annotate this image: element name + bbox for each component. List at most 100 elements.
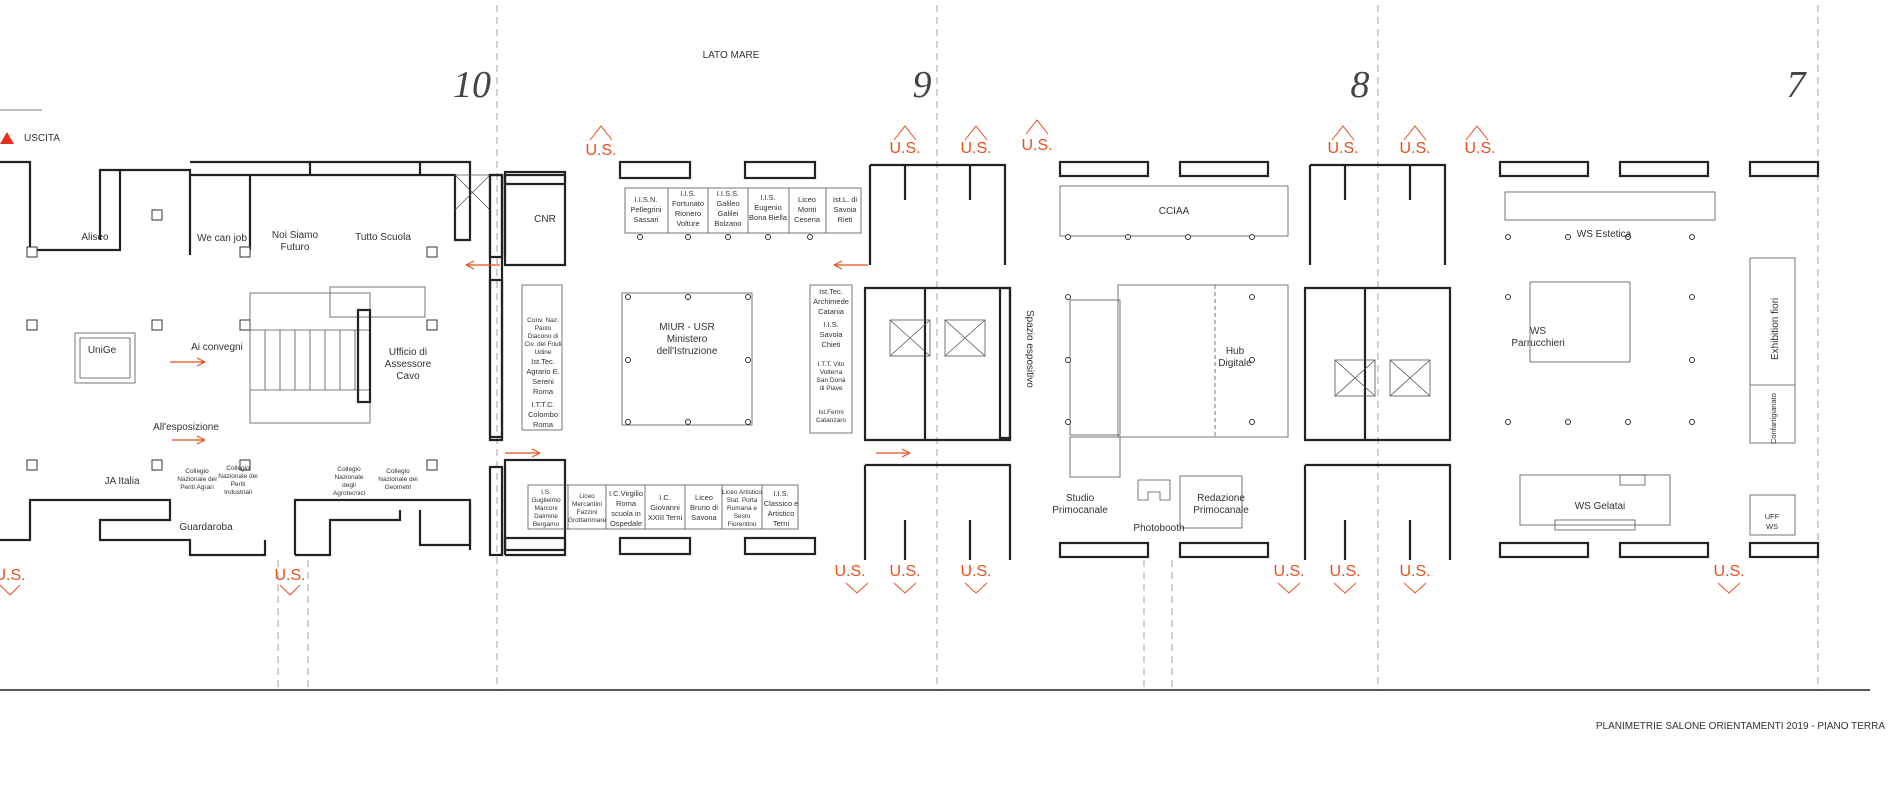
booth-grid-bay-9 xyxy=(503,160,862,556)
exit-label: U.S. xyxy=(834,563,865,580)
footer-title: PLANIMETRIE SALONE ORIENTAMENTI 2019 - P… xyxy=(1596,721,1885,732)
svg-text:degli: degli xyxy=(342,482,356,489)
svg-text:Agrotecnici: Agrotecnici xyxy=(333,490,365,497)
svg-text:di Piave: di Piave xyxy=(819,385,843,392)
svg-text:Volture: Volture xyxy=(676,219,699,228)
svg-text:Rionero: Rionero xyxy=(675,209,701,218)
svg-text:Nazionale dei: Nazionale dei xyxy=(378,476,417,483)
svg-text:Ospedale: Ospedale xyxy=(610,519,642,528)
exit-label: U.S. xyxy=(1713,563,1744,580)
svg-text:Romana e: Romana e xyxy=(727,505,757,512)
area-iis-fortunato: I.I.S. xyxy=(680,189,695,198)
exit-triangle-icon xyxy=(0,132,14,144)
svg-text:Paolo: Paolo xyxy=(535,325,552,332)
area-ist-tec-archimede: Ist.Tec. xyxy=(819,287,843,296)
svg-text:Nazionale dei: Nazionale dei xyxy=(177,476,216,483)
exit-label: U.S. xyxy=(1329,563,1360,580)
area-photobooth: Photobooth xyxy=(1133,523,1184,534)
svg-text:Primocanale: Primocanale xyxy=(1193,505,1249,516)
bay-number-7: 7 xyxy=(1787,64,1808,106)
exit-label: U.S. xyxy=(585,142,616,159)
svg-text:XXIII Terni: XXIII Terni xyxy=(648,513,683,522)
svg-text:Bolzano: Bolzano xyxy=(714,219,741,228)
svg-text:Roma: Roma xyxy=(533,420,554,429)
svg-text:Classico e: Classico e xyxy=(764,499,799,508)
area-iis-classico-terni: I.I.S. xyxy=(773,489,788,498)
area-is-guglielmo: I.S. xyxy=(541,489,551,496)
svg-text:Nazionale: Nazionale xyxy=(335,474,364,481)
exit-label: U.S. xyxy=(1327,140,1358,157)
area-collegio-geometri: Collegio xyxy=(386,468,410,475)
exit-label: U.S. xyxy=(1464,140,1495,157)
area-confartigianato: Confartigianato xyxy=(1769,393,1778,444)
area-spazio-espositivo: Spazio espositivo xyxy=(1024,310,1035,388)
area-ist-tec-agrario: Ist.Tec. xyxy=(531,357,555,366)
exit-label: U.S. xyxy=(274,567,305,584)
svg-text:Mercantini: Mercantini xyxy=(572,501,602,508)
svg-text:San Donà: San Donà xyxy=(817,377,846,384)
exit-label: U.S. xyxy=(1399,140,1430,157)
svg-text:scuola in: scuola in xyxy=(611,509,641,518)
svg-text:Roma: Roma xyxy=(616,499,637,508)
area-miur-usr: MIUR - USR xyxy=(659,322,715,333)
exit-markers xyxy=(0,119,1741,596)
area-collegio-agrotecnici: Collegio xyxy=(337,466,361,473)
svg-text:Sereni: Sereni xyxy=(532,377,554,386)
svg-text:Ministero: Ministero xyxy=(667,334,708,345)
area-guardaroba: Guardaroba xyxy=(179,522,233,533)
staircase-left xyxy=(249,286,426,424)
exit-label: U.S. xyxy=(960,140,991,157)
area-iiss-galileo: I.I.S.S. xyxy=(717,189,740,198)
area-we-can-job: We can job xyxy=(197,233,247,244)
svg-text:Savona: Savona xyxy=(691,513,717,522)
svg-text:Archimede: Archimede xyxy=(813,297,849,306)
svg-text:Colombo: Colombo xyxy=(528,410,558,419)
svg-text:Marconi: Marconi xyxy=(534,505,557,512)
area-uff-ws: UFF xyxy=(1765,512,1780,521)
svg-text:Civ. del Friuli: Civ. del Friuli xyxy=(524,341,561,348)
area-unige: UniGe xyxy=(88,345,117,356)
area-itt-volterra: I.T.T. Vito xyxy=(818,361,845,368)
area-ws-estetica: WS Estetica xyxy=(1577,229,1632,240)
svg-text:Agrario E.: Agrario E. xyxy=(526,367,559,376)
area-all-esposizione: All'esposizione xyxy=(153,422,219,433)
exit-label: U.S. xyxy=(889,563,920,580)
area-conv-naz: Conv. Naz. xyxy=(527,317,559,324)
bay-number-9: 9 xyxy=(913,64,932,106)
svg-text:Giovanni: Giovanni xyxy=(650,503,680,512)
area-cciaa: CCIAA xyxy=(1159,206,1190,217)
column-dots xyxy=(625,234,1695,425)
uscita-label: USCITA xyxy=(24,133,60,144)
bay-9-8-zone xyxy=(1058,160,1289,559)
area-ittc-colombo: I.T.T.C. xyxy=(531,400,554,409)
svg-text:Stat. Porta: Stat. Porta xyxy=(727,497,758,504)
svg-text:Industriali: Industriali xyxy=(224,489,252,496)
svg-text:Catania: Catania xyxy=(818,307,845,316)
unige-booth xyxy=(74,332,136,384)
svg-text:Catanzaro: Catanzaro xyxy=(816,417,846,424)
exit-label: U.S. xyxy=(0,567,26,584)
exit-label: U.S. xyxy=(889,140,920,157)
svg-text:Periti Agrari: Periti Agrari xyxy=(180,484,214,491)
structural-columns xyxy=(26,209,438,471)
area-ws-gelatai: WS Gelatai xyxy=(1575,501,1626,512)
area-hub-digitale: Hub xyxy=(1226,346,1245,357)
service-core-bay-9 xyxy=(863,163,1012,560)
svg-text:Eugenio: Eugenio xyxy=(754,203,782,212)
building-walls xyxy=(0,160,567,557)
area-exhibition-fiori: Exhibition fiori xyxy=(1770,298,1781,360)
area-liceo-mercantini: Liceo xyxy=(579,493,595,500)
area-liceo-bruno: Liceo xyxy=(695,493,713,502)
svg-text:Roma: Roma xyxy=(533,387,554,396)
svg-text:Assessore: Assessore xyxy=(385,359,432,370)
svg-text:Artistico: Artistico xyxy=(768,509,795,518)
bay-number-8: 8 xyxy=(1351,64,1370,106)
svg-text:Galilei: Galilei xyxy=(718,209,739,218)
svg-text:Fiorentino: Fiorentino xyxy=(728,521,757,528)
area-liceo-monti: Liceo xyxy=(798,195,816,204)
area-iisn-pellegrini: I.I.S.N. xyxy=(635,195,658,204)
exit-labels: U.S. U.S. U.S. U.S. U.S. U.S. U.S. U.S. … xyxy=(0,137,1745,584)
area-ist-fermi: Ist.Fermi xyxy=(818,409,843,416)
area-aliseo: Aliseo xyxy=(81,232,109,243)
area-ic-virgilio: I.C.Virgilio xyxy=(609,489,643,498)
